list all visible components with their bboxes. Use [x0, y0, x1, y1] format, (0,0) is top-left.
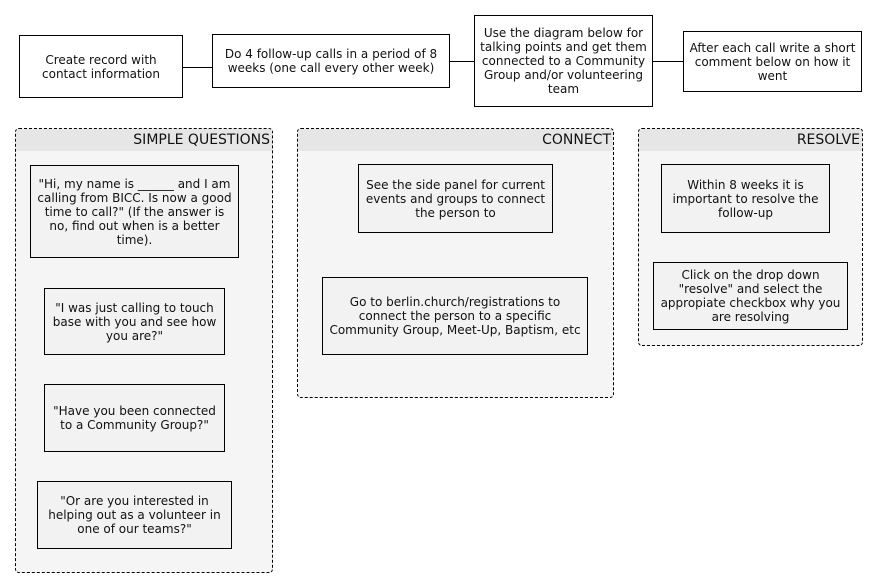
flow-step-create-record: Create record with contact information — [19, 35, 183, 98]
question-card-community-group: "Have you been connected to a Community … — [44, 384, 225, 452]
connector-3-4 — [653, 61, 683, 62]
connector-2-3 — [450, 61, 474, 62]
connect-card-side-panel: See the side panel for current events an… — [358, 164, 553, 233]
resolve-text: Click on the drop down "resolve" and sel… — [660, 268, 841, 324]
resolve-card-within-8-weeks: Within 8 weeks it is important to resolv… — [661, 164, 830, 233]
resolve-card-dropdown: Click on the drop down "resolve" and sel… — [653, 262, 848, 330]
resolve-text: Within 8 weeks it is important to resolv… — [672, 177, 819, 220]
group-title: SIMPLE QUESTIONS — [16, 129, 272, 151]
group-title: RESOLVE — [639, 129, 862, 151]
question-card-intro: "Hi, my name is ______ and I am calling … — [30, 165, 239, 258]
question-text: "Or are you interested in helping out as… — [48, 494, 221, 536]
flow-step-follow-up-calls: Do 4 follow-up calls in a period of 8 we… — [212, 34, 450, 88]
flow-step-talking-points: Use the diagram below for talking points… — [474, 15, 653, 107]
connect-card-registrations: Go to berlin.church/registrations to con… — [322, 277, 588, 355]
flow-step-label: Create record with contact information — [42, 52, 160, 81]
flow-step-label: After each call write a short comment be… — [689, 40, 856, 83]
flow-step-label: Do 4 follow-up calls in a period of 8 we… — [224, 47, 438, 75]
flow-step-label: Use the diagram below for talking points… — [480, 26, 647, 96]
question-card-volunteer: "Or are you interested in helping out as… — [37, 481, 232, 549]
group-title: CONNECT — [298, 129, 613, 151]
question-text: "I was just calling to touch base with y… — [52, 300, 217, 343]
question-card-touch-base: "I was just calling to touch base with y… — [44, 288, 225, 355]
question-text: "Have you been connected to a Community … — [53, 404, 216, 432]
connector-1-2 — [183, 67, 212, 68]
connect-text: See the side panel for current events an… — [365, 177, 546, 220]
question-text: "Hi, my name is ______ and I am calling … — [37, 176, 232, 247]
flow-step-write-comment: After each call write a short comment be… — [683, 31, 862, 92]
connect-text: Go to berlin.church/registrations to con… — [329, 295, 581, 337]
